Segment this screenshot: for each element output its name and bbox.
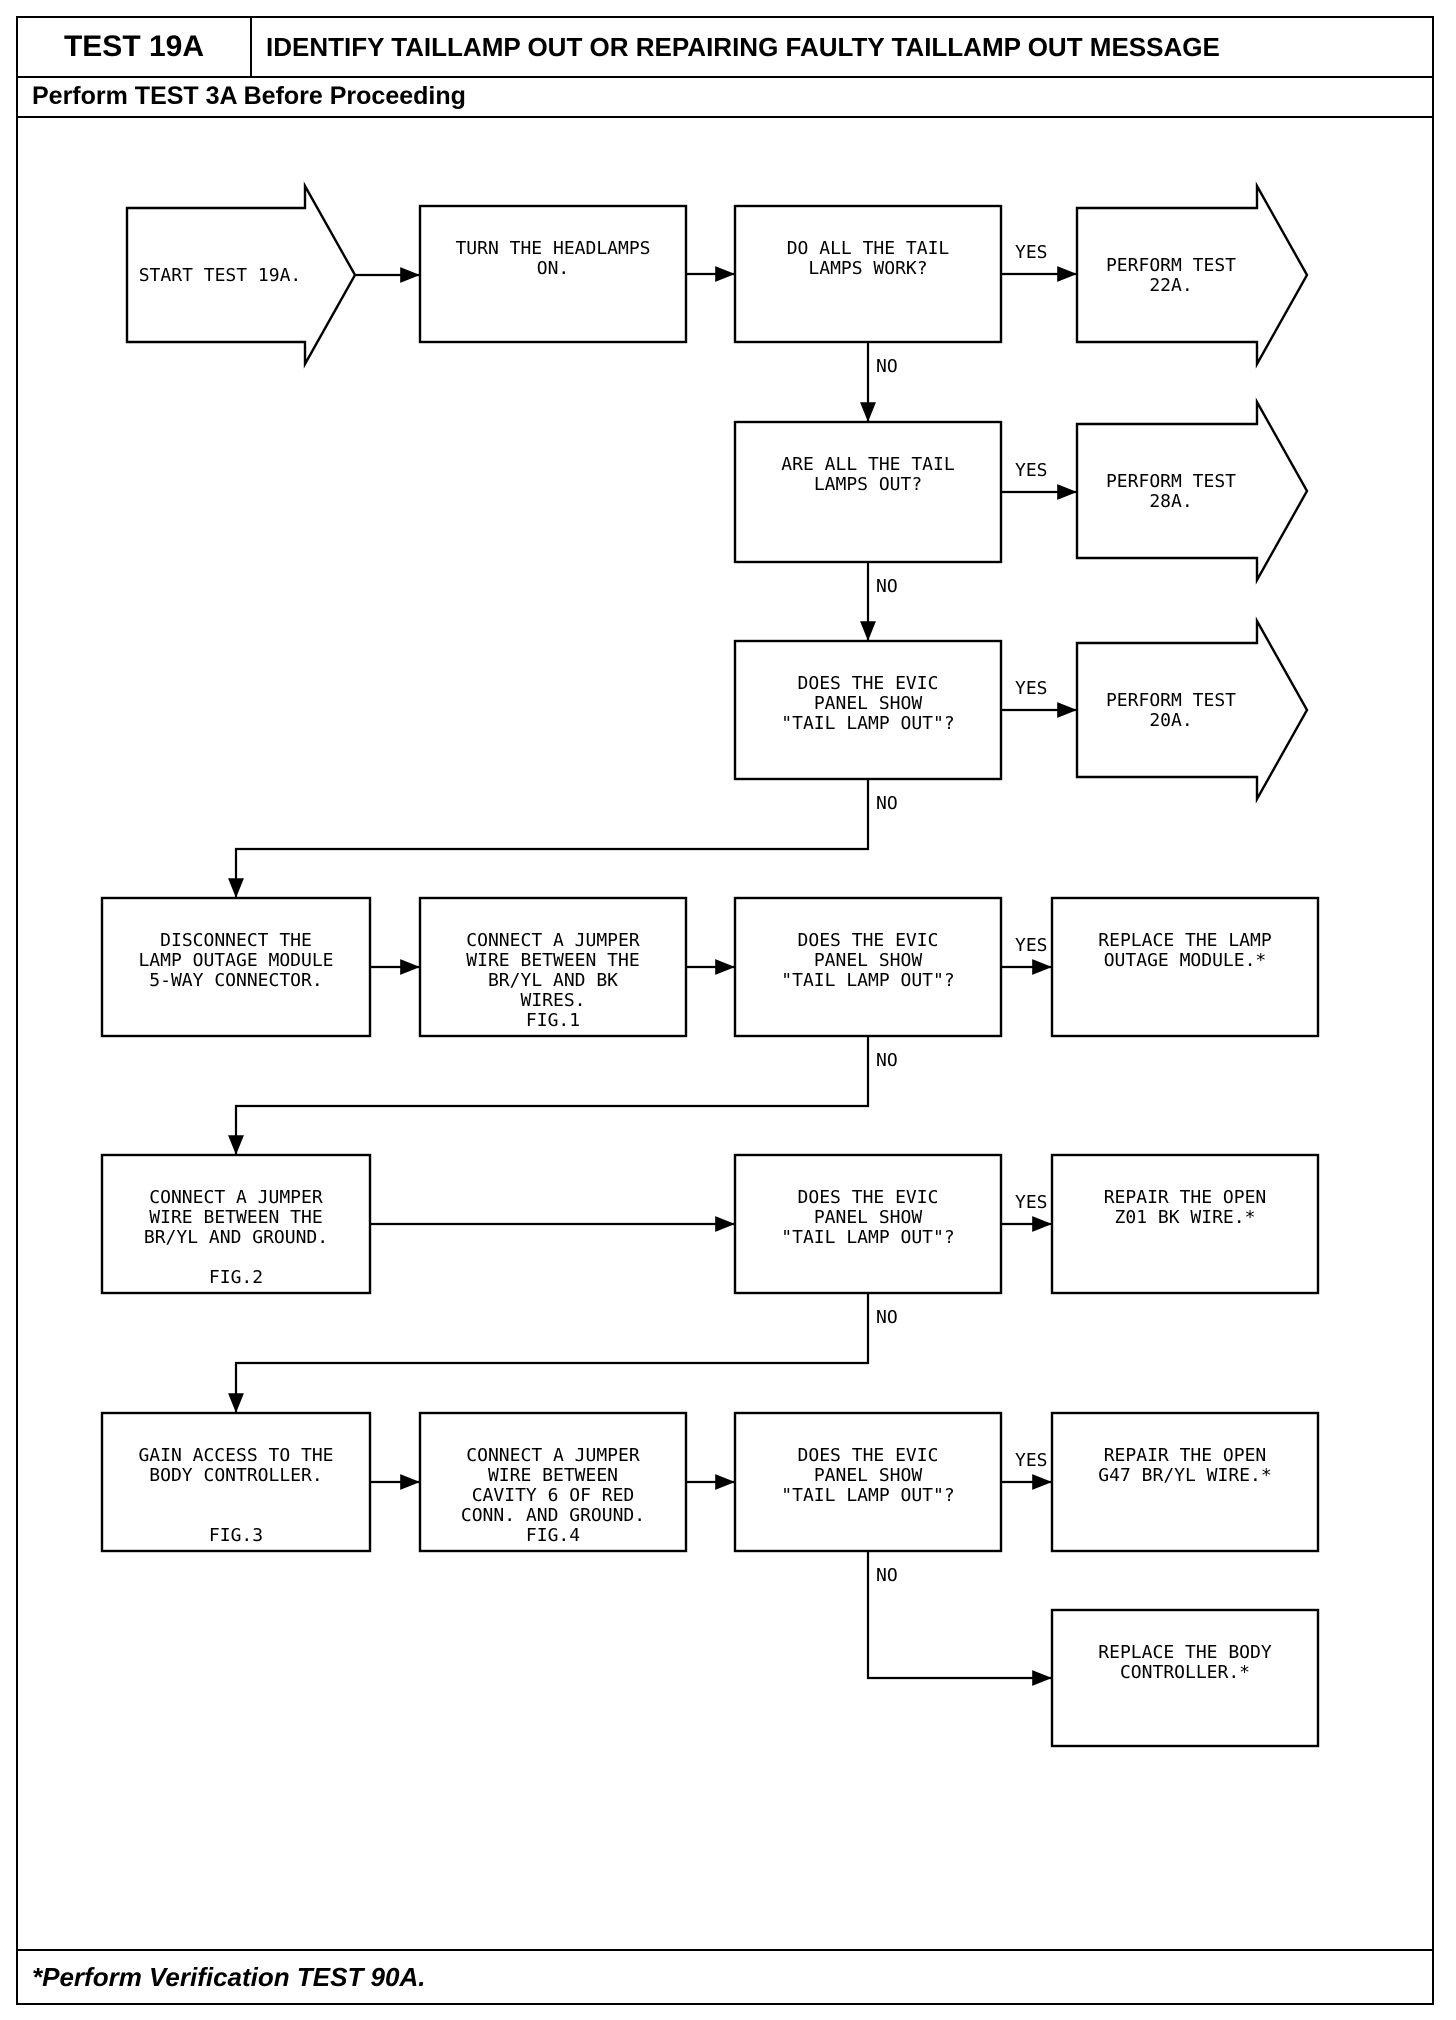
flow-node-text: OUTAGE MODULE.* (1104, 950, 1267, 971)
flow-node-text: START TEST 19A. (139, 265, 302, 286)
flow-node-text: TURN THE HEADLAMPS (455, 238, 650, 259)
flow-node-test22 (1075, 181, 1309, 369)
flow-node-text: "TAIL LAMP OUT"? (781, 1227, 954, 1248)
flow-node-text: CONTROLLER.* (1120, 1662, 1250, 1683)
flow-node-replace-controller (1050, 1608, 1320, 1748)
diagnostic-page: TEST 19A IDENTIFY TAILLAMP OUT OR REPAIR… (16, 16, 1434, 2005)
flow-node-text: REPAIR THE OPEN (1104, 1445, 1267, 1466)
flow-node-text: ARE ALL THE TAIL (781, 454, 955, 475)
flow-node-text: CAVITY 6 OF RED (472, 1485, 635, 1506)
flow-node-text: PERFORM TEST (1106, 255, 1236, 276)
flow-node-replace-module (1050, 896, 1320, 1038)
flow-node-text: Z01 BK WIRE.* (1115, 1207, 1256, 1228)
flow-node-text: G47 BR/YL WIRE.* (1098, 1465, 1271, 1486)
flow-node-text: FIG.3 (209, 1525, 263, 1546)
flow-node-text: DISCONNECT THE (160, 930, 312, 951)
flow-node-text: REPAIR THE OPEN (1104, 1187, 1267, 1208)
flow-node-text: PANEL SHOW (814, 1465, 923, 1486)
edge-label: NO (876, 1307, 898, 1328)
page-title: IDENTIFY TAILLAMP OUT OR REPAIRING FAULT… (266, 31, 1220, 62)
flow-node-text: PERFORM TEST (1106, 690, 1236, 711)
flow-node-text: DOES THE EVIC (798, 930, 939, 951)
flow-node-text: DOES THE EVIC (798, 1187, 939, 1208)
flow-node-text: CONN. AND GROUND. (461, 1505, 645, 1526)
flow-node-text: CONNECT A JUMPER (466, 1445, 640, 1466)
flow-node-text: BR/YL AND BK (488, 970, 618, 991)
flow-node-text: CONNECT A JUMPER (149, 1187, 323, 1208)
flow-node-test28 (1075, 397, 1309, 585)
flow-node-text: 22A. (1149, 275, 1192, 296)
flow-node-jumper3 (418, 1411, 688, 1553)
edge-label: YES (1015, 1450, 1048, 1471)
header-bar: TEST 19A IDENTIFY TAILLAMP OUT OR REPAIR… (18, 18, 1432, 78)
edge-label: NO (876, 356, 898, 377)
flow-node-text: WIRE BETWEEN THE (466, 950, 639, 971)
flow-node-text: "TAIL LAMP OUT"? (781, 1485, 954, 1506)
flow-node-turn-on (418, 204, 688, 344)
flow-node-text: "TAIL LAMP OUT"? (781, 970, 954, 991)
flow-node-q6 (733, 1411, 1003, 1553)
flow-node-repair-g47 (1050, 1411, 1320, 1553)
flow-node-text: BODY CONTROLLER. (149, 1465, 322, 1486)
flow-node-text: 5-WAY CONNECTOR. (149, 970, 322, 991)
edge-label: YES (1015, 460, 1048, 481)
verification-note: *Perform Verification TEST 90A. (18, 1949, 1432, 2003)
flow-node-text: REPLACE THE LAMP (1098, 930, 1272, 951)
flow-node-q4 (733, 896, 1003, 1038)
connector-q4-to-jumper2 (228, 1036, 870, 1155)
flow-node-text: FIG.1 (526, 1010, 580, 1031)
flow-node-start (125, 181, 357, 369)
flow-node-text: LAMPS OUT? (814, 474, 922, 495)
flow-node-text: DO ALL THE TAIL (787, 238, 950, 259)
edge-label: NO (876, 1565, 898, 1586)
test-id: TEST 19A (18, 18, 252, 76)
flow-node-text: PANEL SHOW (814, 1207, 923, 1228)
flow-node-jumper2 (100, 1153, 372, 1295)
flow-node-text: PANEL SHOW (814, 693, 923, 714)
edge-label: NO (876, 793, 898, 814)
edge-label: YES (1015, 1192, 1048, 1213)
flow-node-text: DOES THE EVIC (798, 1445, 939, 1466)
flow-node-q2 (733, 420, 1003, 564)
connector-q3-to-disconnect (228, 779, 870, 898)
flow-node-text: LAMP OUTAGE MODULE (138, 950, 333, 971)
flow-node-text: CONNECT A JUMPER (466, 930, 640, 951)
flow-node-text: PERFORM TEST (1106, 471, 1236, 492)
flow-node-text: GAIN ACCESS TO THE (138, 1445, 333, 1466)
flow-node-text: WIRES. (520, 990, 585, 1011)
connector-q6-to-replace-controller (866, 1551, 1052, 1686)
flow-node-text: FIG.2 (209, 1267, 263, 1288)
flow-node-text: REPLACE THE BODY (1098, 1642, 1272, 1663)
flow-node-text: WIRE BETWEEN (488, 1465, 618, 1486)
flow-node-text: LAMPS WORK? (808, 258, 927, 279)
edge-label: YES (1015, 935, 1048, 956)
flow-node-disconnect (100, 896, 372, 1038)
flow-node-text: DOES THE EVIC (798, 673, 939, 694)
edge-label: NO (876, 1050, 898, 1071)
flow-node-q5 (733, 1153, 1003, 1295)
edge-label: YES (1015, 242, 1048, 263)
flow-node-text: WIRE BETWEEN THE (149, 1207, 322, 1228)
edge-label: NO (876, 576, 898, 597)
flow-node-text: PANEL SHOW (814, 950, 923, 971)
flow-node-text: ON. (537, 258, 570, 279)
flow-node-test20 (1075, 616, 1309, 804)
flow-node-repair-z01 (1050, 1153, 1320, 1295)
flow-node-q3 (733, 639, 1003, 781)
prerequisite-note: Perform TEST 3A Before Proceeding (18, 76, 1432, 118)
flow-node-text: BR/YL AND GROUND. (144, 1227, 328, 1248)
flow-node-text: 20A. (1149, 710, 1192, 731)
flow-node-text: FIG.4 (526, 1525, 580, 1546)
edge-label: YES (1015, 678, 1048, 699)
flow-node-text: "TAIL LAMP OUT"? (781, 713, 954, 734)
flow-node-access (100, 1411, 372, 1553)
connector-q5-to-access (228, 1293, 870, 1413)
flow-node-text: 28A. (1149, 491, 1192, 512)
